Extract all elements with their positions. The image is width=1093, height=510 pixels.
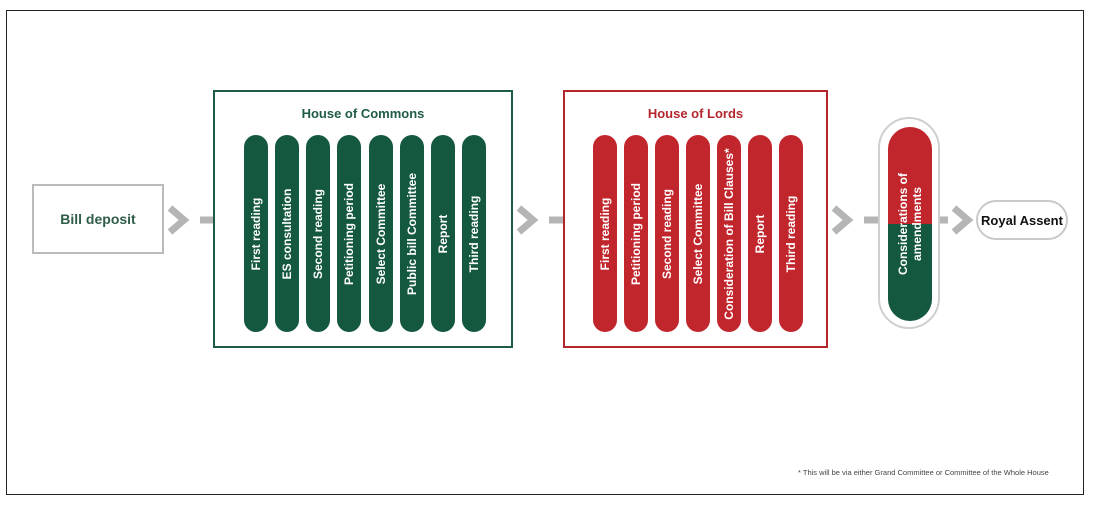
lords-stage: Petitioning period (624, 135, 648, 332)
commons-stage: ES consultation (275, 135, 299, 332)
house-of-lords-title: House of Lords (647, 106, 744, 121)
arrow-icon (516, 205, 563, 235)
lords-stage: Select Committee (686, 135, 710, 332)
amendments-line-1: Considerations of (896, 172, 910, 276)
commons-stage: Petitioning period (337, 135, 361, 332)
bill-deposit-box: Bill deposit (32, 184, 164, 254)
commons-stage: Third reading (462, 135, 486, 332)
lords-stage: Report (748, 135, 772, 332)
footnote: * This will be via either Grand Committe… (798, 468, 1049, 477)
house-of-commons-title: House of Commons (301, 106, 425, 121)
arrow-icon (940, 205, 974, 235)
commons-stage: Select Committee (369, 135, 393, 332)
lords-stage: Second reading (655, 135, 679, 332)
lords-stage: First reading (593, 135, 617, 332)
house-of-commons-box: House of Commons First reading ES consul… (213, 90, 513, 348)
commons-stage: Second reading (306, 135, 330, 332)
lords-stage: Consideration of Bill Clauses* (717, 135, 741, 332)
considerations-of-amendments: Considerations of amendments (878, 117, 940, 329)
royal-assent-label: Royal Assent (981, 212, 1063, 228)
lords-stage: Third reading (779, 135, 803, 332)
royal-assent-box: Royal Assent (976, 200, 1068, 240)
commons-stage: Public bill Committee (400, 135, 424, 332)
bill-deposit-label: Bill deposit (60, 211, 136, 227)
diagram-frame (6, 10, 1084, 495)
commons-stage: Report (431, 135, 455, 332)
arrow-icon (831, 205, 878, 235)
house-of-lords-box: House of Lords First reading Petitioning… (563, 90, 828, 348)
amendments-line-2: amendments (910, 186, 924, 262)
commons-stage: First reading (244, 135, 268, 332)
arrow-icon (167, 205, 213, 235)
